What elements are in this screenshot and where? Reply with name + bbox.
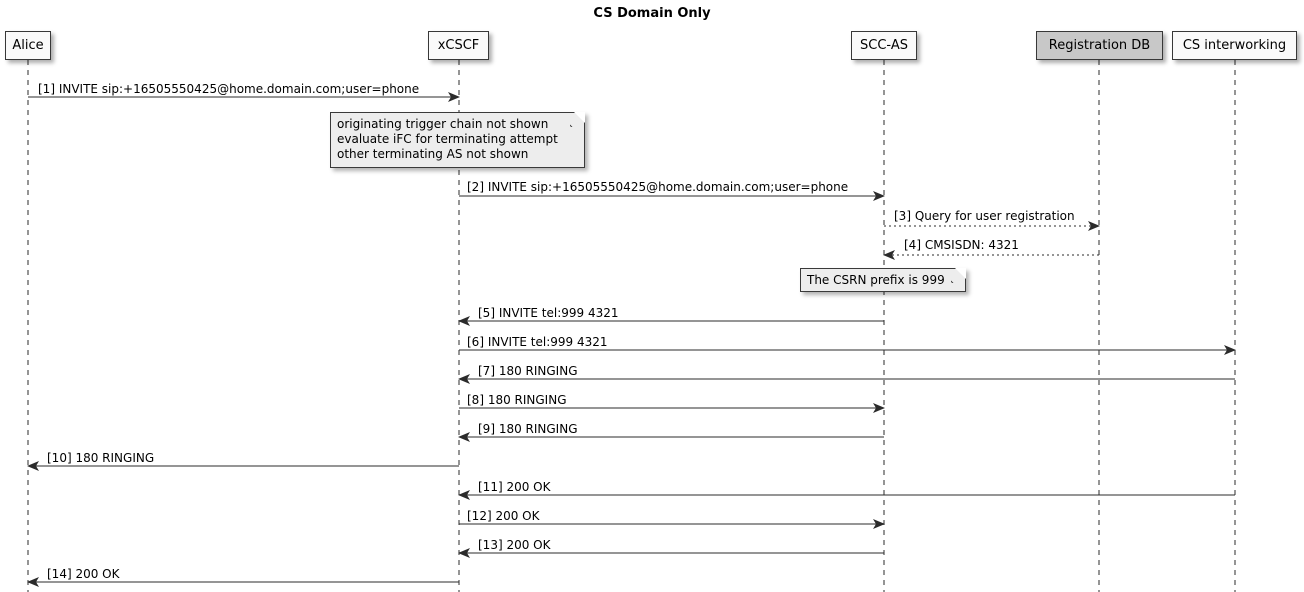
participant-label: xCSCF xyxy=(437,38,480,53)
note-text: The CSRN prefix is 999 xyxy=(807,273,945,287)
message-label-7: [7] 180 RINGING xyxy=(478,364,578,378)
message-label-11: [11] 200 OK xyxy=(478,480,551,494)
message-label-12: [12] 200 OK xyxy=(467,509,540,523)
message-label-1: [1] INVITE sip:+16505550425@home.domain.… xyxy=(38,82,420,96)
message-label-14: [14] 200 OK xyxy=(47,567,120,581)
note-csrn: The CSRN prefix is 999 xyxy=(800,268,966,292)
message-label-6: [6] INVITE tel:999 4321 xyxy=(467,335,608,349)
message-arrows-group xyxy=(27,92,1236,587)
lifelines-group xyxy=(27,60,1236,592)
message-label-3: [3] Query for user registration xyxy=(894,209,1075,223)
participant-label: Alice xyxy=(12,38,44,53)
note-text: originating trigger chain not shown eval… xyxy=(337,117,558,161)
participant-csiw[interactable]: CS interworking xyxy=(1172,31,1297,60)
page-title: CS Domain Only xyxy=(593,6,711,21)
message-label-10: [10] 180 RINGING xyxy=(47,451,155,465)
note-originating: originating trigger chain not shown eval… xyxy=(330,112,585,168)
participant-label: Registration DB xyxy=(1048,38,1151,53)
participant-sccas[interactable]: SCC-AS xyxy=(851,31,917,60)
note-fold-edge-icon xyxy=(570,112,585,127)
note-fold-edge-icon xyxy=(951,268,966,283)
message-label-5: [5] INVITE tel:999 4321 xyxy=(478,306,619,320)
participant-label: CS interworking xyxy=(1182,38,1287,53)
message-label-13: [13] 200 OK xyxy=(478,538,551,552)
message-label-8: [8] 180 RINGING xyxy=(467,393,567,407)
participant-xcscf[interactable]: xCSCF xyxy=(428,31,489,60)
participant-label: SCC-AS xyxy=(860,38,908,53)
message-label-2: [2] INVITE sip:+16505550425@home.domain.… xyxy=(467,180,849,194)
message-label-9: [9] 180 RINGING xyxy=(478,422,578,436)
participant-regdb[interactable]: Registration DB xyxy=(1036,31,1163,60)
message-label-4: [4] CMSISDN: 4321 xyxy=(904,238,1019,252)
participant-alice[interactable]: Alice xyxy=(5,31,51,60)
